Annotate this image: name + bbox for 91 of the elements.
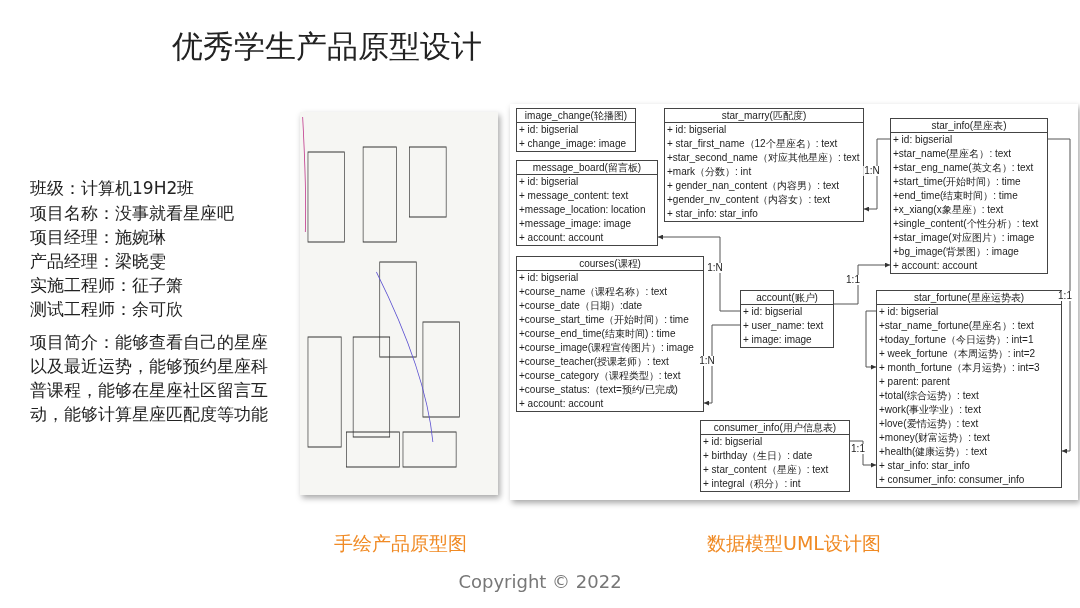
entity-title: image_change(轮播图) bbox=[517, 109, 635, 123]
attribute-text: +course_image(课程宣传图片）: image bbox=[518, 341, 695, 355]
attribute-text: + star_info: star_info bbox=[878, 459, 971, 473]
edge-label: 1:N bbox=[863, 166, 881, 176]
attribute-text: + message_content: text bbox=[518, 189, 630, 203]
arrow bbox=[833, 262, 891, 305]
attribute-text: +mark（分数）: int bbox=[666, 165, 753, 179]
caption: 数据模型UML设计图 bbox=[706, 531, 882, 556]
edge-label: 1:N bbox=[698, 356, 716, 366]
attribute-text: +total(综合运势）: text bbox=[878, 389, 980, 403]
entity-title: star_info(星座表) bbox=[891, 119, 1047, 133]
info-text: 测试工程师：余可欣 bbox=[30, 298, 183, 321]
edge-label: 1:1 bbox=[1057, 291, 1073, 301]
attribute-text: + image: image bbox=[742, 333, 813, 347]
attribute-text: +single_content(个性分析）: text bbox=[892, 217, 1040, 231]
attribute-text: +gender_nv_content（内容女）: text bbox=[666, 193, 832, 207]
copyright-text: Copyright © 2022 bbox=[457, 571, 623, 592]
attribute-text: +message_location: location bbox=[518, 203, 647, 217]
entity-box bbox=[516, 160, 658, 246]
attribute-text: + id: bigserial bbox=[878, 305, 940, 319]
attribute-text: + id: bigserial bbox=[518, 271, 580, 285]
attribute-text: +course_end_time(结束时间) : time bbox=[518, 327, 677, 341]
attribute-text: +today_fortune（今日运势）: int=1 bbox=[878, 333, 1035, 347]
attribute-text: + id: bigserial bbox=[666, 123, 728, 137]
attribute-text: + id: bigserial bbox=[702, 435, 764, 449]
entity-box bbox=[740, 290, 834, 348]
attribute-text: +course_category（课程类型）: text bbox=[518, 369, 682, 383]
attribute-text: + star_info: star_info bbox=[666, 207, 759, 221]
attribute-text: +start_time(开始时间）: time bbox=[892, 175, 1022, 189]
attribute-text: +love(爱情运势）: text bbox=[878, 417, 980, 431]
edge-label: 1:N bbox=[706, 263, 724, 273]
attribute-text: + week_fortune（本周运势）: int=2 bbox=[878, 347, 1037, 361]
attribute-text: +star_name(星座名）: text bbox=[892, 147, 1013, 161]
arrow bbox=[1047, 138, 1071, 454]
attribute-text: + birthday（生日）: date bbox=[702, 449, 814, 463]
attribute-text: +star_name_fortune(星座名）: text bbox=[878, 319, 1035, 333]
edge-label: 1:1 bbox=[845, 275, 861, 285]
entity-title: star_marry(匹配度) bbox=[665, 109, 863, 123]
hand-drawn-sketch-picture bbox=[300, 112, 498, 495]
attribute-text: + account: account bbox=[518, 397, 605, 411]
info-text: 班级：计算机19H2班 bbox=[30, 177, 195, 200]
entity-title: courses(课程) bbox=[517, 257, 703, 271]
info-text: 项目经理：施婉琳 bbox=[30, 226, 166, 249]
attribute-text: +course_status:（text=预约/已完成) bbox=[518, 383, 679, 397]
attribute-text: +course_name（课程名称）: text bbox=[518, 285, 669, 299]
attribute-text: + star_content（星座）: text bbox=[702, 463, 830, 477]
arrow bbox=[865, 310, 877, 370]
description-text: 项目简介：能够查看自己的星座以及最近运势，能够预约星座科普课程，能够在星座社区留言互动，能够计算星座匹配度等功能 bbox=[30, 331, 269, 426]
attribute-text: + integral（积分）: int bbox=[702, 477, 802, 491]
attribute-text: +star_eng_name(英文名）: text bbox=[892, 161, 1035, 175]
entity-title: account(账户) bbox=[741, 291, 833, 305]
entity-box bbox=[516, 108, 636, 152]
title: 优秀学生产品原型设计 bbox=[172, 27, 482, 66]
info-text: 产品经理：梁晓雯 bbox=[30, 250, 166, 273]
attribute-text: +message_image: image bbox=[518, 217, 632, 231]
attribute-text: + month_fortune（本月运势）: int=3 bbox=[878, 361, 1041, 375]
caption: 手绘产品原型图 bbox=[332, 531, 468, 556]
attribute-text: + parent: parent bbox=[878, 375, 951, 389]
attribute-text: +money(财富运势）: text bbox=[878, 431, 991, 445]
info-text: 项目名称：没事就看星座吧 bbox=[30, 202, 234, 225]
attribute-text: + change_image: image bbox=[518, 137, 628, 151]
arrow bbox=[657, 234, 741, 312]
attribute-text: +bg_image(背景图）: image bbox=[892, 245, 1020, 259]
arrow bbox=[863, 138, 891, 212]
attribute-text: +star_second_name（对应其他星座）: text bbox=[666, 151, 861, 165]
attribute-text: + user_name: text bbox=[742, 319, 825, 333]
attribute-text: +health(健康运势）: text bbox=[878, 445, 989, 459]
entity-box bbox=[700, 420, 850, 492]
entity-box bbox=[664, 108, 864, 222]
attribute-text: + star_first_name（12个星座名）: text bbox=[666, 137, 839, 151]
attribute-text: +star_image(对应图片）: image bbox=[892, 231, 1036, 245]
attribute-text: + id: bigserial bbox=[742, 305, 804, 319]
attribute-text: + consumer_info: consumer_info bbox=[878, 473, 1026, 487]
attribute-text: + id: bigserial bbox=[518, 175, 580, 189]
attribute-text: + gender_nan_content（内容男）: text bbox=[666, 179, 841, 193]
attribute-text: + account: account bbox=[892, 259, 979, 273]
entity-box bbox=[890, 118, 1048, 274]
attribute-text: + id: bigserial bbox=[892, 133, 954, 147]
edge-label: 1:1 bbox=[850, 444, 866, 454]
attribute-text: +course_date（日期）:date bbox=[518, 299, 644, 313]
attribute-text: +x_xiang(x象星座）: text bbox=[892, 203, 1005, 217]
attribute-text: +end_time(结束时间）: time bbox=[892, 189, 1019, 203]
attribute-text: +course_start_time（开始时间）: time bbox=[518, 313, 690, 327]
entity-title: consumer_info(用户信息表) bbox=[701, 421, 849, 435]
arrow bbox=[703, 324, 741, 406]
attribute-text: +work(事业学业）: text bbox=[878, 403, 982, 417]
attribute-text: + id: bigserial bbox=[518, 123, 580, 137]
attribute-text: + account: account bbox=[518, 231, 605, 245]
arrow bbox=[849, 440, 877, 468]
info-text: 实施工程师：征子箫 bbox=[30, 274, 183, 297]
entity-title: message_board(留言板) bbox=[517, 161, 657, 175]
